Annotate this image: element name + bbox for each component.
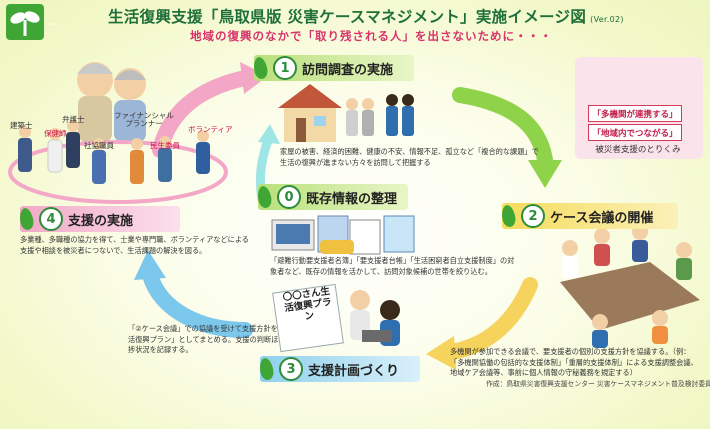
role-minsei: 民生委員 <box>150 141 180 150</box>
step-number: 1 <box>273 56 297 80</box>
documents-computer-illustration <box>271 215 415 255</box>
page-title: 生活復興支援「鳥取県版 災害ケースマネジメント」実施イメージ図(Ver.02) <box>108 5 624 27</box>
step-4-label: 4 支援の実施 <box>18 206 180 232</box>
role-volunteer: ボランティア <box>188 125 233 134</box>
leaf-icon <box>500 204 517 228</box>
note-tag-collaborate: 「多機関が連携する」 <box>588 105 682 122</box>
leaf-icon <box>256 185 273 209</box>
note-footer: 被災者支援のとりくみ <box>595 145 681 155</box>
step-0-description: 「避難行動要支援者名簿」「要支援者台帳」「生活困窮者自立支援制度」の対象者など、… <box>270 256 515 276</box>
sprout-logo-icon <box>6 4 44 40</box>
elderly-couple-illustration <box>77 62 146 142</box>
step-title: 支援計画づくり <box>308 363 400 379</box>
case-meeting-illustration <box>560 224 700 348</box>
role-hokenshi: 保健師 <box>44 129 67 138</box>
support-staff-illustration <box>18 120 210 184</box>
credit-text: 作成：鳥取県災害復興支援センター 災害ケースマネジメント普及検討委員会 <box>486 380 710 388</box>
step-2-label: 2 ケース会議の開催 <box>500 203 678 229</box>
planning-staff-illustration <box>350 290 400 346</box>
support-team-ring <box>8 140 228 204</box>
step-number: 4 <box>39 207 63 231</box>
role-shakai: 社協職員 <box>84 141 114 150</box>
step-1-description: 家屋の被害、経済的困難、健康の不安、情報不足、孤立など「複合的な課題」で生活の復… <box>280 147 539 167</box>
step-3-label: 3 支援計画づくり <box>258 356 420 382</box>
step-number: 0 <box>277 185 301 209</box>
title-text: 生活復興支援「鳥取県版 災害ケースマネジメント」実施イメージ図 <box>108 8 587 26</box>
page-subtitle: 地域の復興のなかで「取り残される人」を出さないために・・・ <box>190 29 553 43</box>
leaf-icon <box>258 357 275 381</box>
leaf-icon <box>252 56 269 80</box>
arrow-yellow <box>444 277 538 360</box>
version-label: (Ver.02) <box>590 15 624 24</box>
arrow-yellow-head <box>426 336 456 370</box>
step-title: 訪問調査の実施 <box>302 62 394 78</box>
role-bengoshi: 弁護士 <box>62 115 85 124</box>
step-1-label: 1 訪問調査の実施 <box>252 55 414 81</box>
step-number: 2 <box>521 204 545 228</box>
step-4-description: 多業種、多職種の協力を得て、士業や専門職、ボランティアなどによる支援や相談を被災… <box>20 235 249 255</box>
step-3-description: 「②ケース会議」での協議を受けて支援方針を「生活復興プラン」としてまとめる。支援… <box>128 324 293 354</box>
arrow-green-head <box>528 160 562 188</box>
step-0-label: 0 既存情報の整理 <box>256 184 408 210</box>
step-2-description: 多機関が参加できる会議で、要支援者の個別の支援方針を協議する。（例：「多機関協働… <box>450 347 698 377</box>
step-title: 支援の実施 <box>68 213 134 229</box>
step-number: 3 <box>279 357 303 381</box>
arrow-cyan-head <box>258 124 280 144</box>
house-visit-illustration <box>278 84 414 142</box>
role-fp: ファイナンシャルプランナー <box>114 111 174 128</box>
arrow-blue <box>142 267 253 338</box>
leaf-icon <box>18 207 35 231</box>
step-title: 既存情報の整理 <box>306 191 398 207</box>
arrow-green <box>452 87 553 168</box>
arrow-blue-head <box>134 250 166 280</box>
role-kenchikushi: 建築士 <box>10 121 33 130</box>
step-title: ケース会議の開催 <box>550 210 654 226</box>
note-tag-connect: 「地域内でつながる」 <box>588 124 682 141</box>
